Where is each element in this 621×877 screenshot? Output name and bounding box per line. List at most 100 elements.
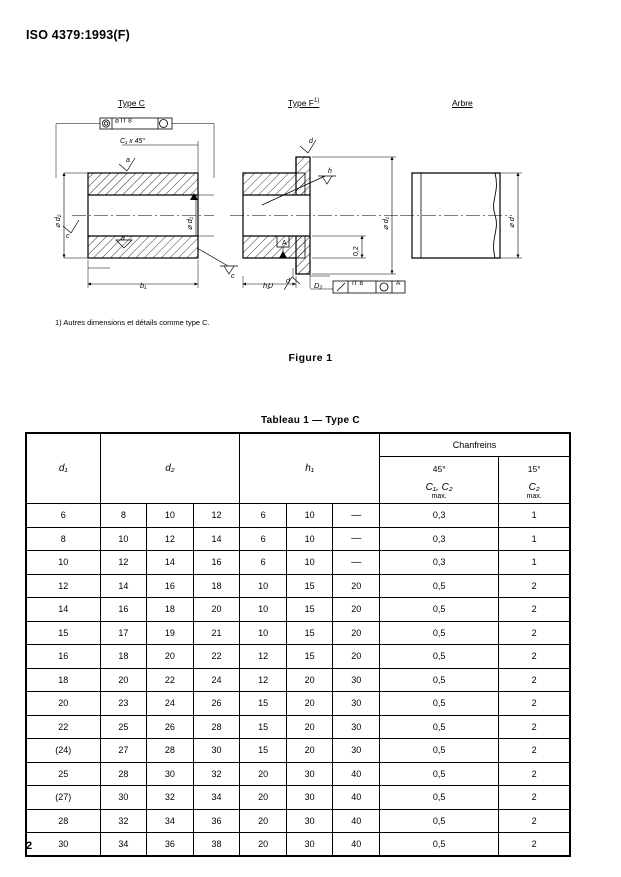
cell-d2-3: 26 (192, 691, 241, 716)
type-f-flange-label: D₂ (314, 281, 322, 290)
cell-d2-1: 28 (99, 761, 148, 786)
cell-d1: 28 (24, 808, 101, 833)
cell-d2-3: 36 (192, 808, 241, 833)
cell-h1-2: 10 (285, 503, 334, 528)
cell-h1-3: 20 (332, 620, 381, 645)
cell-d2-1: 23 (99, 691, 148, 716)
cell-d2-1: 27 (99, 738, 148, 763)
cell-d2-2: 10 (146, 503, 194, 528)
cell-d2-2: 30 (146, 761, 194, 786)
cell-d2-2: 19 (146, 620, 194, 645)
type-c-gdt-text: ⌀ IT 8 (115, 118, 132, 125)
type-f-gdt-datum: A (396, 280, 401, 287)
cell-h1-1: 10 (239, 597, 287, 622)
cell-d2-3: 20 (192, 597, 241, 622)
type-f-surface-d-bottom: d (286, 278, 291, 285)
type-f-gdt-text: IT 8 (352, 280, 363, 287)
cell-chamfer-45: 0,5 (379, 738, 500, 763)
cell-d2-3: 34 (192, 785, 241, 810)
cell-h1-3: 30 (332, 691, 381, 716)
header-c1-c2-max: C₁, C₂ max. (379, 480, 500, 504)
cell-h1-2: 10 (285, 550, 334, 575)
cell-h1-2: 15 (285, 597, 334, 622)
cell-chamfer-45: 0,5 (379, 808, 500, 833)
cell-h1-2: 15 (285, 573, 334, 598)
cell-d1: 14 (24, 597, 101, 622)
cell-h1-1: 15 (239, 691, 287, 716)
type-c-width-label: b₁ (140, 281, 147, 290)
cell-d2-3: 28 (192, 714, 241, 739)
cell-h1-2: 30 (285, 832, 334, 857)
type-f-surface-h: h (328, 168, 332, 175)
type-c-surface-a-bottom: a (121, 235, 125, 242)
header-angle-45: 45° (379, 456, 500, 480)
cell-d2-3: 21 (192, 620, 241, 645)
cell-d1: 10 (24, 550, 101, 575)
cell-h1-3: — (332, 550, 381, 575)
cell-chamfer-15: 2 (498, 832, 572, 857)
cell-h1-3: 30 (332, 667, 381, 692)
cell-d2-3: 38 (192, 832, 241, 857)
type-f-d1-label: ⌀ d₁ (381, 216, 390, 230)
cell-h1-1: 20 (239, 808, 287, 833)
cell-chamfer-45: 0,5 (379, 667, 500, 692)
document-header: ISO 4379:1993(F) (26, 28, 130, 42)
cell-chamfer-15: 1 (498, 526, 572, 551)
cell-d2-1: 12 (99, 550, 148, 575)
cell-d2-1: 25 (99, 714, 148, 739)
cell-d2-3: 14 (192, 526, 241, 551)
cell-chamfer-15: 2 (498, 667, 572, 692)
cell-h1-2: 20 (285, 714, 334, 739)
cell-h1-1: 12 (239, 644, 287, 669)
cell-d1: 6 (24, 503, 101, 528)
cell-h1-1: 20 (239, 832, 287, 857)
cell-chamfer-15: 2 (498, 738, 572, 763)
table-header-row-1: d₁ d₂ h₁ Chanfreins (24, 432, 572, 504)
cell-chamfer-15: 2 (498, 808, 572, 833)
table-header-row-3: C₁, C₂ max. C₂ max. (26, 480, 572, 504)
cell-h1-1: 12 (239, 667, 287, 692)
cell-chamfer-15: 2 (498, 620, 572, 645)
cell-chamfer-15: 2 (498, 644, 572, 669)
cell-d2-2: 28 (146, 738, 194, 763)
cell-d2-2: 36 (146, 832, 194, 857)
cell-d1: 12 (24, 573, 101, 598)
cell-h1-3: 20 (332, 597, 381, 622)
cell-d1: 25 (24, 761, 101, 786)
type-c-d1-label: ⌀ d₁ (185, 216, 194, 230)
cell-d1: 15 (24, 620, 101, 645)
header-d1: d₁ (24, 432, 101, 504)
cell-h1-3: 40 (332, 808, 381, 833)
type-c-d2-label: ⌀ d₂ (53, 214, 62, 228)
arbre-title: Arbre (452, 98, 473, 108)
dimensions-table: d₁ d₂ h₁ Chanfreins 45° 15° C₁, C₂ max. … (24, 432, 572, 857)
type-f-width-label: h₁ (263, 281, 270, 290)
cell-chamfer-15: 2 (498, 691, 572, 716)
type-c-surface-c-right: c (231, 273, 235, 280)
cell-d1: 20 (24, 691, 101, 716)
table-caption: Tableau 1 — Type C (261, 415, 360, 426)
cell-chamfer-45: 0,5 (379, 714, 500, 739)
cell-d2-1: 32 (99, 808, 148, 833)
figure-caption: Figure 1 (288, 352, 333, 364)
cell-d2-1: 17 (99, 620, 148, 645)
cell-d1: 16 (24, 644, 101, 669)
header-h1: h₁ (239, 432, 381, 504)
cell-h1-3: 30 (332, 738, 381, 763)
cell-chamfer-45: 0,5 (379, 785, 500, 810)
cell-h1-2: 20 (285, 667, 334, 692)
cell-d2-1: 14 (99, 573, 148, 598)
cell-chamfer-45: 0,5 (379, 644, 500, 669)
type-f-step-label: 0,2 (353, 246, 360, 256)
cell-h1-3: 40 (332, 761, 381, 786)
